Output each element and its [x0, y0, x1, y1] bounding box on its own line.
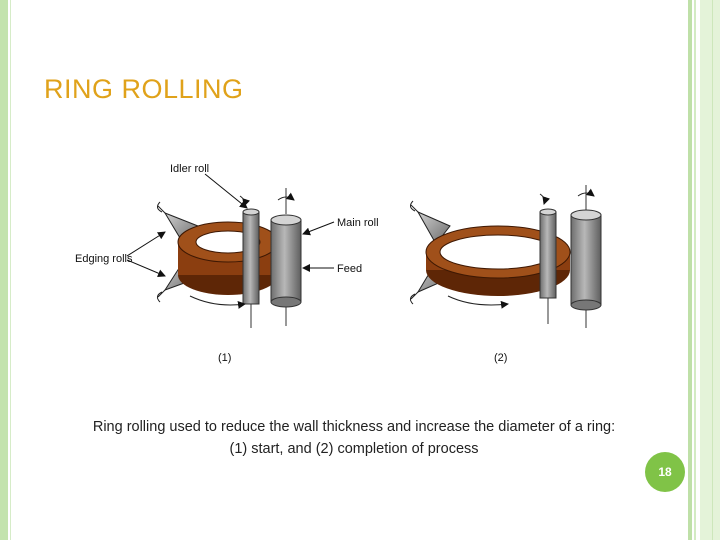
caption-line-2: (1) start, and (2) completion of process	[229, 441, 479, 457]
slide-title: RING ROLLING	[44, 74, 244, 104]
stage1-label: (1)	[218, 352, 231, 364]
stage1-idler-roll	[242, 211, 260, 305]
caption-line-1: Ring rolling used to reduce the wall thi…	[92, 419, 616, 435]
figure-caption: Ring rolling used to reduce the wall thi…	[40, 416, 668, 460]
right-border-inner-line	[712, 0, 713, 540]
right-border-stripe	[688, 0, 692, 540]
left-border-line	[10, 0, 11, 540]
stage1-group: Idler roll Edging rolls Main roll Feed (…	[75, 163, 379, 364]
idler-roll-label: Idler roll	[170, 163, 209, 175]
stage1-main-roll	[270, 219, 302, 303]
left-border-stripe	[0, 0, 8, 540]
stage2-idler-roll	[539, 211, 557, 299]
stage2-group: (2)	[409, 185, 602, 364]
right-border-band	[700, 0, 720, 540]
stage2-label: (2)	[494, 352, 507, 364]
feed-label: Feed	[337, 263, 362, 275]
stage2-main-roll	[570, 214, 602, 306]
main-roll-label: Main roll	[337, 217, 379, 229]
page-number-badge: 18	[645, 452, 685, 492]
edging-rolls-label: Edging rolls	[75, 253, 133, 265]
right-border-line	[694, 0, 696, 540]
